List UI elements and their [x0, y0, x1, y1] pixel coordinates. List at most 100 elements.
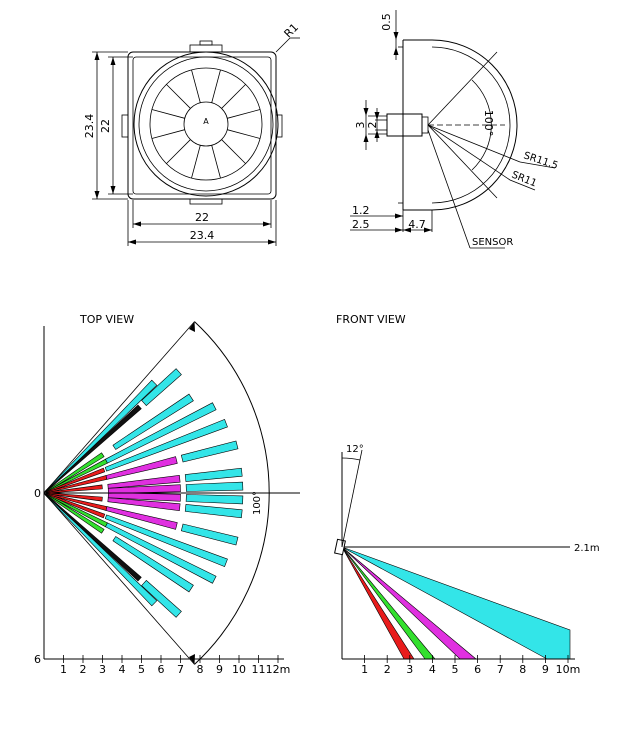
top-view-beam-segment	[180, 523, 239, 546]
center-mark: A	[203, 117, 209, 126]
lens-segment-line	[227, 129, 261, 139]
top-view-beam-segment	[112, 536, 194, 593]
lens-segment-line	[211, 69, 221, 103]
top-view-beams	[44, 368, 244, 618]
top-view-tick-label: 7	[177, 663, 184, 676]
lens-segment-line	[221, 139, 246, 164]
lens-segments	[151, 69, 261, 179]
top-view-tick-label: 11	[252, 663, 266, 676]
top-view-beam-segment	[105, 522, 217, 584]
top-view-tick-label: 5	[138, 663, 145, 676]
front-view-tick-label: 3	[406, 663, 413, 676]
width-inner-label: 22	[195, 211, 209, 224]
front-view-tick-label: 5	[452, 663, 459, 676]
sr-inner-label: SR11	[510, 170, 538, 190]
sr-outer-label: SR11.5	[522, 150, 559, 171]
top-view-tick-label: 10	[232, 663, 246, 676]
top-view-title: TOP VIEW	[79, 313, 134, 326]
lens-segment-line	[151, 129, 185, 139]
top-view-tick-label: 8	[197, 663, 204, 676]
front-view-beams	[341, 546, 571, 660]
lens-mid	[149, 67, 263, 181]
top-view-tick-label: 4	[119, 663, 126, 676]
top-view-tick-label: 12m	[266, 663, 291, 676]
front-view-tick-label: 9	[542, 663, 549, 676]
top-view-beam-segment	[104, 419, 228, 472]
top-view-beam-segment	[105, 506, 178, 530]
height-inner-label: 22	[99, 119, 112, 133]
dome-outer	[431, 39, 518, 211]
front-view-tick-label: 7	[497, 663, 504, 676]
width-outer-label: 23.4	[190, 229, 215, 242]
dim-2-5-label: 2.5	[352, 218, 370, 231]
corner-radius-label: R1	[282, 21, 302, 41]
height-outer-label: 23.4	[83, 114, 96, 139]
housing-tab-top	[189, 44, 223, 53]
dim-3-label: 3	[354, 122, 367, 129]
top-view-beam-segment	[185, 494, 244, 505]
lens-outer	[133, 51, 279, 197]
front-view-height-label: 2.1m	[574, 543, 600, 554]
housing-tab-right	[275, 114, 283, 138]
lens-inner	[183, 101, 229, 147]
top-view-beam-segment	[185, 481, 244, 492]
lens-ring	[138, 56, 274, 192]
top-view-beam-segment	[107, 484, 181, 494]
front-view-tick-label: 4	[429, 663, 436, 676]
lens-segment-line	[211, 145, 221, 179]
housing-tab-left	[121, 114, 129, 138]
lens-segment-line	[151, 109, 185, 119]
top-view-tick-label: 9	[216, 663, 223, 676]
dim-0-5-label: 0.5	[380, 13, 393, 31]
top-view-beam-segment	[184, 504, 243, 519]
top-view-beam-segment	[44, 493, 158, 607]
dome-inner	[431, 46, 511, 204]
top-view-range-arc	[194, 321, 270, 665]
top-view-tick-label: 3	[99, 663, 106, 676]
lens-segment-line	[166, 84, 191, 109]
top-view-beam-segment	[180, 440, 239, 463]
side-angle-label: 100°	[482, 110, 495, 137]
sensor-top-drawing: A R1 22 23.4 23.4 22	[83, 21, 301, 246]
housing-tab-bottom	[189, 198, 223, 205]
top-view-beam-segment	[112, 393, 194, 450]
dim-4-7-label: 4.7	[408, 218, 426, 231]
top-view-beam-segment	[107, 492, 181, 502]
top-view-axis-bottom-label: 6	[34, 653, 41, 666]
front-view-tick-label: 1	[361, 663, 368, 676]
dim-2-label: 2	[366, 122, 379, 129]
top-view-tick-label: 2	[80, 663, 87, 676]
top-view-angle-label: 100°	[252, 491, 263, 515]
top-view-beam-segment	[105, 402, 217, 464]
front-view-tilt-label: 12°	[346, 444, 364, 455]
front-view-tick-label: 10m	[556, 663, 581, 676]
sensor-element	[386, 113, 423, 137]
top-view-beam-segment	[105, 456, 178, 480]
top-view-beam-segment	[107, 474, 181, 489]
top-view-beam-segment	[141, 368, 182, 407]
top-view-tick-label: 1	[60, 663, 67, 676]
dim-1-2-label: 1.2	[352, 204, 370, 217]
sensor-side-drawing: 3 2 0.5 100° SR11.5 SR11 1.2 2.5	[350, 10, 559, 249]
lens-segment-line	[221, 84, 246, 109]
front-view-tick-label: 6	[474, 663, 481, 676]
top-view-beam-segment	[44, 379, 158, 493]
front-view-title: FRONT VIEW	[336, 313, 406, 326]
top-view-beam-segment	[184, 467, 243, 482]
lens-segment-line	[227, 109, 261, 119]
lens-segment-line	[191, 145, 201, 179]
sensor-label: SENSOR	[472, 237, 513, 248]
front-view-sensor	[334, 538, 346, 556]
front-view-tick-label: 8	[519, 663, 526, 676]
lens-segment-line	[191, 69, 201, 103]
top-view-beam-segment	[141, 579, 182, 618]
top-view-origin: 0	[34, 487, 41, 500]
top-view-tick-label: 6	[158, 663, 165, 676]
top-view-beam-segment	[104, 514, 228, 567]
housing-tab-top-inner	[199, 40, 213, 46]
